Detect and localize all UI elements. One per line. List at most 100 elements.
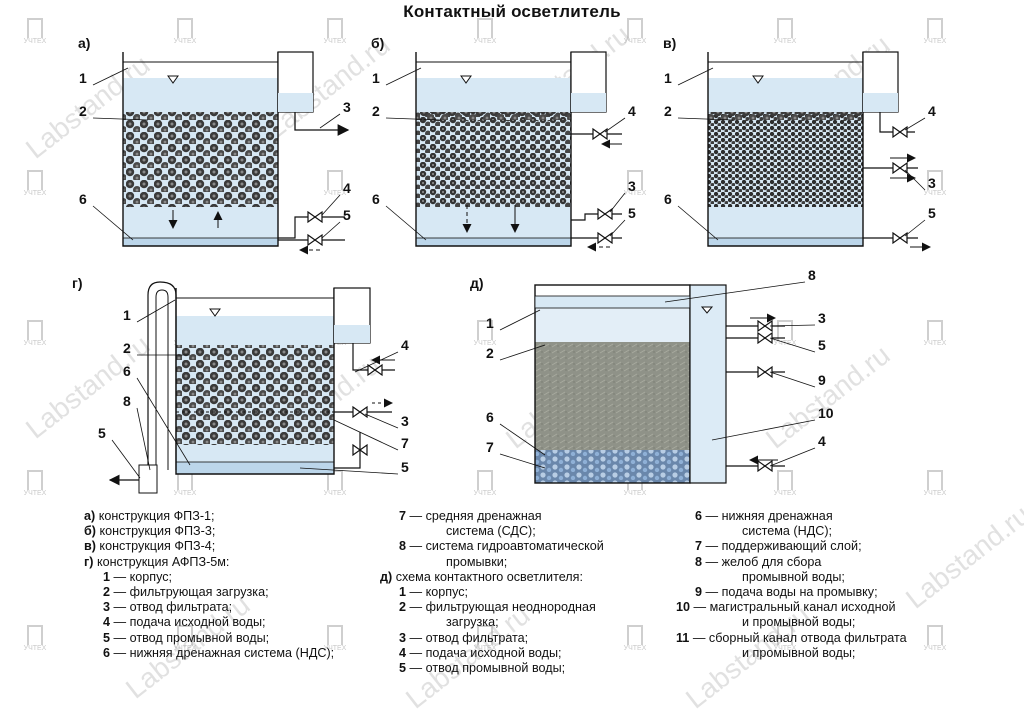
leader-line	[333, 419, 399, 451]
legend-text: — система гидроавтоматической	[406, 539, 604, 554]
leader-line	[136, 407, 151, 471]
valve-icon	[597, 207, 613, 221]
callout-number: 1	[664, 70, 672, 86]
leader-line	[136, 299, 176, 323]
legend-entry: и промывной воды;	[676, 646, 907, 661]
leader-line	[92, 117, 149, 121]
valve-icon	[592, 127, 608, 141]
trough-water	[863, 93, 898, 112]
leader-line	[769, 324, 816, 327]
leader-line	[364, 413, 399, 429]
top-media-layer	[416, 112, 571, 121]
legend-key: 6	[695, 509, 703, 523]
callout-number: 1	[123, 307, 131, 323]
callout-number: 4	[818, 433, 826, 449]
legend-entry: 9 — подача воды на промывку;	[676, 585, 907, 600]
legend-entry: 8 — система гидроавтоматической	[380, 539, 604, 554]
legend-text: система (СДС);	[446, 524, 536, 539]
legend-entry: загрузка;	[380, 615, 604, 630]
drainage-system	[707, 237, 864, 247]
legend-text: промывки;	[446, 554, 508, 569]
leader-line	[711, 419, 816, 441]
callout-number: 4	[401, 337, 409, 353]
callout-number: 5	[98, 425, 106, 441]
legend-key: 1	[103, 569, 111, 584]
leader-line	[136, 377, 191, 466]
valve-icon	[757, 331, 773, 345]
legend-text: система (НДС);	[742, 524, 833, 539]
legend-entry: 5 — отвод промывной воды;	[380, 661, 604, 676]
legend-text: конструкция АФПЗ-5м:	[93, 554, 230, 569]
legend-text: — нижняя дренажная система (НДС);	[110, 645, 335, 660]
leader-line	[321, 194, 341, 216]
legend-key: 9	[695, 585, 703, 600]
leader-line	[499, 344, 546, 361]
callout-number: 2	[664, 103, 672, 119]
callout-number: 5	[343, 207, 351, 223]
callout-number: 1	[79, 70, 87, 86]
callout-number: 5	[818, 337, 826, 353]
legend-entry: промывной воды;	[676, 570, 907, 585]
leader-line	[499, 423, 546, 456]
valve-icon	[757, 319, 773, 333]
top-media-layer	[708, 112, 863, 121]
valve-icon	[352, 443, 368, 457]
filter-media	[123, 112, 278, 207]
legend-text: и промывной воды;	[742, 615, 856, 630]
leader-line	[769, 337, 816, 353]
legend-key: 2	[103, 585, 111, 600]
filter-media	[535, 342, 690, 450]
outlet-pipe-3	[571, 213, 622, 221]
callout-number: 10	[818, 405, 834, 421]
inlet-pipe-4	[879, 112, 915, 133]
leader-line	[904, 219, 926, 237]
callout-number: 4	[928, 103, 936, 119]
drainage-system	[122, 237, 279, 247]
legend-text: конструкция ФПЗ-1;	[95, 509, 215, 523]
diagram-title: Контактный осветлитель	[403, 2, 621, 21]
legend-entry: в) конструкция ФПЗ-4;	[84, 539, 334, 554]
legend-entry: г) конструкция АФПЗ-5м:	[84, 555, 334, 570]
leader-line	[677, 67, 714, 86]
legend-entry: система (НДС);	[676, 524, 907, 539]
trough-water	[278, 93, 313, 112]
callout-number: 8	[808, 267, 816, 283]
callout-number: 3	[928, 175, 936, 191]
legend-key: б)	[84, 524, 96, 539]
legend-text: — корпус;	[406, 585, 469, 600]
callout-number: 5	[401, 459, 409, 475]
outlet-pipe-3	[294, 112, 350, 136]
leader-line	[677, 205, 719, 241]
legend-text: — подача воды на промывку;	[702, 585, 878, 600]
legend-key: 3	[399, 630, 407, 645]
legend-entry: 11 — сборный канал отвода фильтрата	[676, 631, 907, 646]
legend-entry: 7 — средняя дренажная	[380, 509, 604, 524]
vessel-body	[415, 52, 572, 247]
filter-media	[176, 345, 334, 445]
legend-text: — отвод промывной воды;	[110, 630, 270, 645]
callout-number: 7	[401, 435, 409, 451]
valve-icon	[892, 125, 908, 139]
legend-entry: и промывной воды;	[676, 615, 907, 630]
legend-text: — средняя дренажная	[406, 509, 542, 523]
callout-number: 5	[628, 205, 636, 221]
callout-number: 6	[664, 191, 672, 207]
leader-line	[299, 467, 399, 475]
leader-line	[604, 117, 626, 133]
legend-text: — нижняя дренажная	[702, 509, 833, 523]
trough-water	[334, 325, 370, 343]
legend-text: схема контактного осветлителя:	[392, 569, 583, 584]
callout-number: 6	[372, 191, 380, 207]
leader-line	[111, 439, 141, 479]
legend-entry: 7 — поддерживающий слой;	[676, 539, 907, 554]
legend-text: — магистральный канал исходной	[690, 600, 896, 615]
leader-line	[499, 453, 546, 469]
water-level-icon	[209, 308, 221, 317]
legend-text: — корпус;	[110, 569, 173, 584]
legend-text: конструкция ФПЗ-3;	[95, 524, 216, 539]
drainage-system	[415, 237, 572, 247]
vessel-body	[122, 52, 279, 247]
legend-key: 4	[399, 645, 407, 660]
callout-number: 4	[343, 180, 351, 196]
